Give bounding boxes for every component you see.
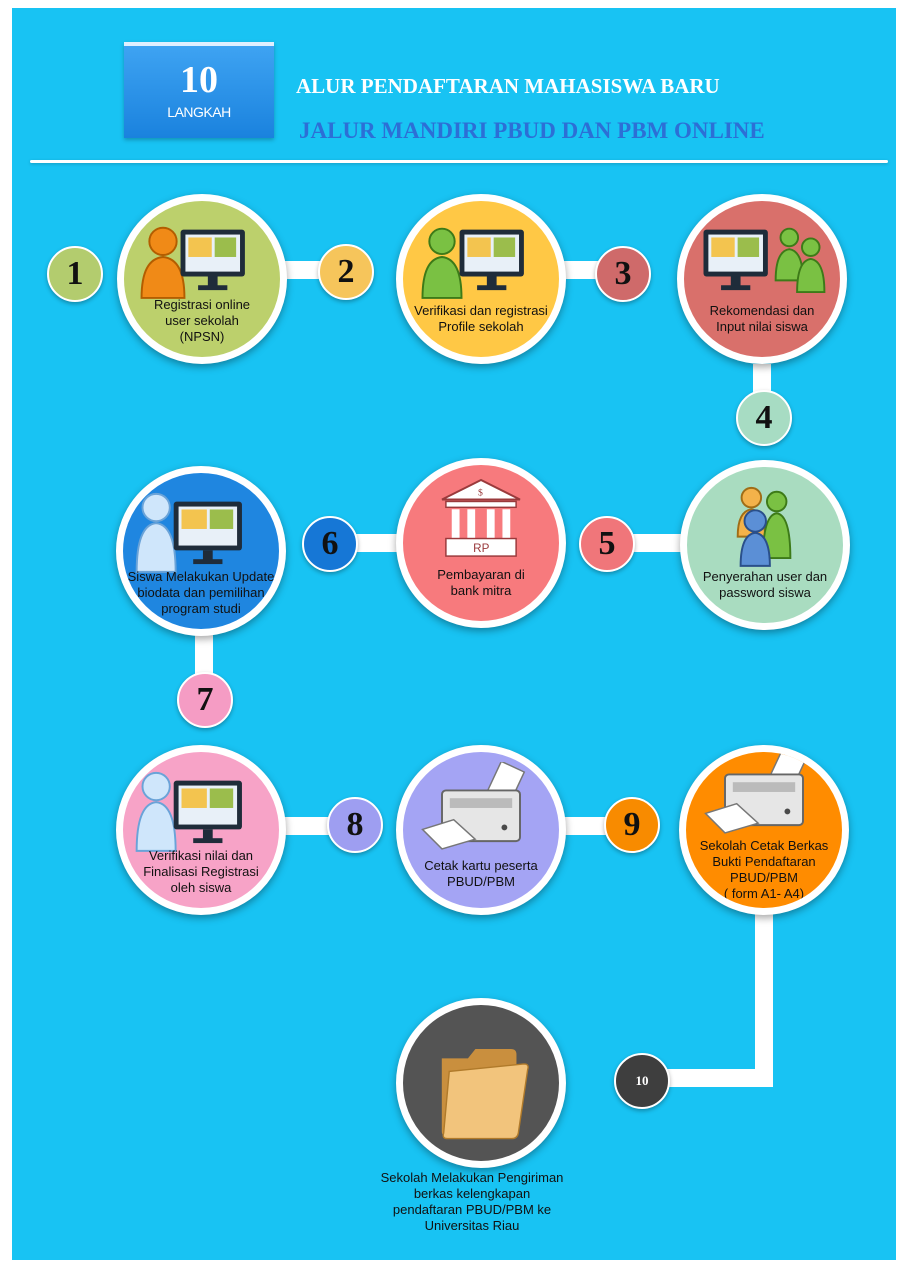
badge-number: 10	[180, 59, 218, 101]
step-6-circle: Siswa Melakukan Update biodata dan pemil…	[116, 466, 286, 636]
step-9-label: Sekolah Cetak Berkas Bukti Pendaftaran P…	[699, 838, 829, 901]
step-2-circle: Verifikasi dan registrasi Profile sekola…	[396, 194, 566, 364]
step-number-10: 10	[614, 1053, 670, 1109]
step-5-circle: $ RP Pembayaran di bank mitra	[396, 458, 566, 628]
step-number-3: 3	[595, 246, 651, 302]
printer-icon	[704, 752, 809, 834]
step-4-label: Penyerahan user dan password siswa	[702, 569, 828, 600]
badge-label: LANGKAH	[167, 104, 231, 120]
step-8-circle: Cetak kartu peserta PBUD/PBM	[396, 745, 566, 915]
infographic-canvas: 10 LANGKAH ALUR PENDAFTARAN MAHASISWA BA…	[12, 8, 896, 1260]
student-computer-icon	[135, 492, 242, 573]
step-1-circle: Registrasi online user sekolah (NPSN)	[117, 194, 287, 364]
header-divider	[30, 160, 888, 163]
steps-count-badge: 10 LANGKAH	[124, 42, 274, 138]
step-number-5: 5	[579, 516, 635, 572]
step-3-circle: Rekomendasi dan Input nilai siswa	[677, 194, 847, 364]
step-number-2: 2	[318, 244, 374, 300]
step-9-circle: Sekolah Cetak Berkas Bukti Pendaftaran P…	[679, 745, 849, 915]
step-number-6: 6	[302, 516, 358, 572]
step-7-label: Verifikasi nilai dan Finalisasi Registra…	[143, 848, 259, 895]
person-computer-icon	[421, 227, 524, 299]
svg-text:$: $	[478, 488, 483, 499]
step-3-label: Rekomendasi dan Input nilai siswa	[709, 303, 815, 334]
step-10-circle	[396, 998, 566, 1168]
page-title: ALUR PENDAFTARAN MAHASISWA BARU	[296, 74, 720, 98]
step-8-label: Cetak kartu peserta PBUD/PBM	[424, 858, 538, 889]
student-computer-icon	[135, 771, 242, 852]
step-5-label: Pembayaran di bank mitra	[437, 567, 525, 598]
page-subtitle: JALUR MANDIRI PBUD DAN PBM ONLINE	[299, 118, 765, 143]
bank-icon: $ RP	[441, 478, 521, 557]
step-6-label: Siswa Melakukan Update biodata dan pemil…	[127, 569, 275, 616]
step-number-9: 9	[604, 797, 660, 853]
svg-text:RP: RP	[473, 542, 489, 555]
computer-group-icon	[703, 227, 826, 294]
step-number-4: 4	[736, 390, 792, 446]
printer-icon	[421, 762, 526, 850]
step-2-label: Verifikasi dan registrasi Profile sekola…	[414, 303, 548, 334]
folder-icon	[441, 1049, 529, 1140]
step-number-7: 7	[177, 672, 233, 728]
step-1-label: Registrasi online user sekolah (NPSN)	[153, 297, 251, 344]
person-computer-icon	[140, 226, 245, 299]
step-number-1: 1	[47, 246, 103, 302]
step-number-8: 8	[327, 797, 383, 853]
step-10-label: Sekolah Melakukan Pengiriman berkas kele…	[380, 1170, 564, 1233]
step-7-circle: Verifikasi nilai dan Finalisasi Registra…	[116, 745, 286, 915]
user-group-icon	[736, 486, 792, 567]
connector-9-10	[644, 908, 773, 1087]
step-4-circle: Penyerahan user dan password siswa	[680, 460, 850, 630]
